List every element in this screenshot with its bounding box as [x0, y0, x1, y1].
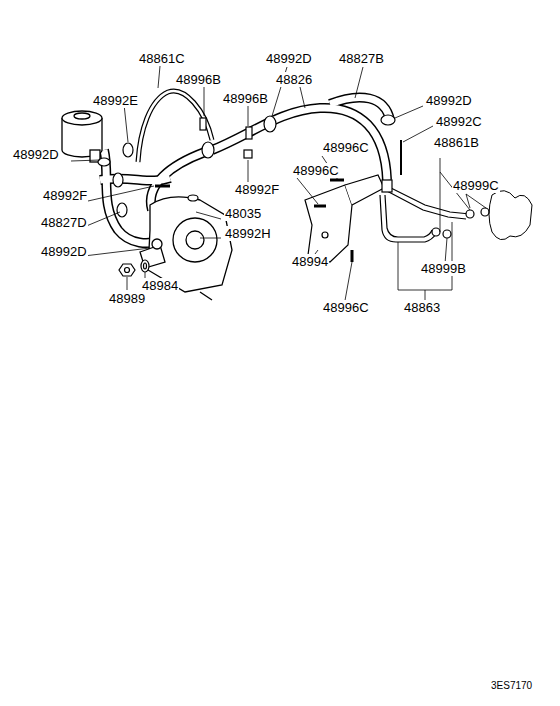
callout-number: 48996C — [292, 163, 340, 178]
callout-number: 48992F — [234, 182, 280, 197]
callout-number: 48861B — [433, 135, 480, 150]
callout-number: 48989 — [108, 291, 146, 306]
callout-number: 48827D — [40, 215, 88, 230]
callout-number: 48035 — [224, 206, 262, 221]
callout-number: 48826 — [275, 72, 313, 87]
callout-number: 48996B — [175, 72, 222, 87]
callout-number: 48861C — [138, 51, 186, 66]
callout-number: 48996C — [322, 140, 370, 155]
callout-number: 48992F — [42, 188, 88, 203]
callout-number: 48992H — [224, 226, 272, 241]
callout-number: 48992D — [265, 51, 313, 66]
callout-number: 48996C — [322, 300, 370, 315]
callout-number: 48992C — [435, 114, 483, 129]
callout-number: 3ES7170 — [490, 680, 533, 692]
callout-number: 48999C — [452, 178, 500, 193]
callout-number: 48999B — [420, 261, 467, 276]
callout-number: 48996B — [222, 91, 269, 106]
callout-number: 48984 — [141, 278, 179, 293]
callout-number: 48992D — [12, 147, 60, 162]
callout-number: 48863 — [403, 300, 441, 315]
callout-number: 48827B — [338, 51, 385, 66]
callout-number: 48994 — [291, 254, 329, 269]
callout-number: 48992D — [425, 93, 473, 108]
callout-number: 48992E — [92, 93, 139, 108]
callout-number: 48992D — [40, 244, 88, 259]
